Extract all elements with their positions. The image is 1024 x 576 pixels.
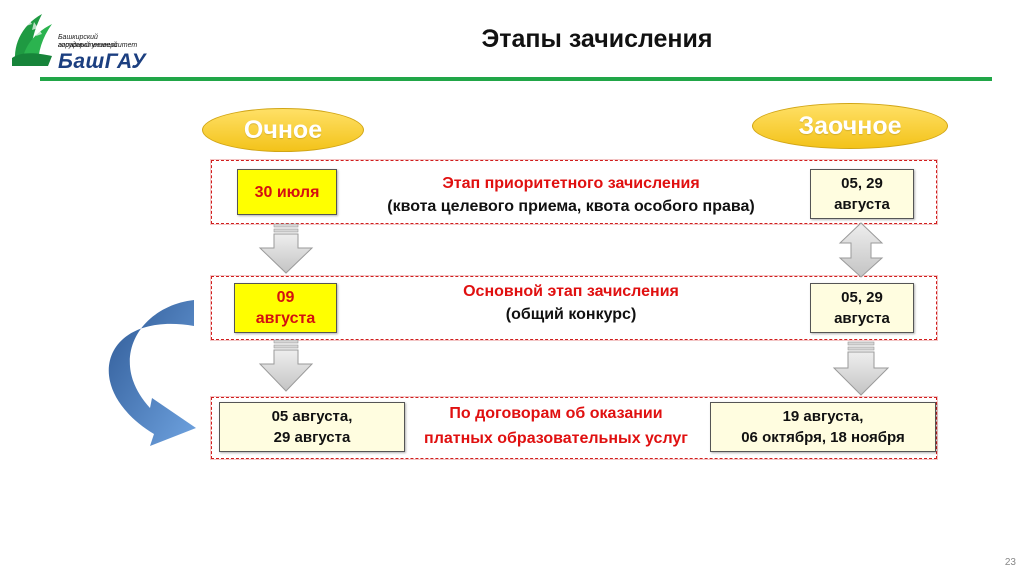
stage-priority-part-time-date: 05, 29 августа [810, 169, 914, 219]
date-line: августа [834, 196, 890, 213]
stage-paid-full-time-date: 05 августа, 29 августа [219, 402, 405, 452]
date-line: августа [834, 310, 890, 327]
stage-priority-frame [211, 160, 937, 224]
date-line: 29 августа [273, 429, 351, 446]
university-logo: Башкирский государственный аграрный унив… [8, 6, 158, 74]
stage-priority-subtitle: (квота целевого приема, квота особого пр… [387, 198, 755, 215]
stage-main-title: Основной этап зачисления [463, 283, 679, 300]
part-time-label: Заочное [752, 103, 948, 149]
stage-main-full-time-date: 09 августа [234, 283, 337, 333]
stage-main-frame [211, 276, 937, 340]
date-text: 30 июля [254, 183, 320, 201]
date-line: 19 августа, [782, 408, 864, 425]
stage-priority-title: Этап приоритетного зачисления [442, 175, 700, 192]
stage-paid-frame [211, 397, 937, 459]
stage-paid-title-line1: По договорам об оказании [449, 405, 663, 422]
date-line: 05 августа, [271, 408, 353, 425]
header-divider [40, 77, 992, 81]
stage-priority-full-time-date: 30 июля [237, 169, 337, 215]
date-line: 09 [276, 289, 295, 306]
stage-main-subtitle: (общий конкурс) [505, 306, 637, 323]
down-arrow-icon [832, 341, 890, 396]
stage-paid-title-line2: платных образовательных услуг [424, 430, 688, 447]
date-line: 05, 29 [841, 175, 883, 192]
date-line: августа [255, 310, 316, 327]
page-number: 23 [1004, 557, 1016, 568]
up-down-arrow-icon [838, 222, 884, 278]
full-time-label: Очное [202, 108, 364, 152]
down-arrow-icon [258, 223, 314, 274]
wheat-logo-icon [12, 14, 52, 66]
university-abbrev: БашГАУ [58, 50, 147, 73]
university-name-line2: аграрный университет [58, 42, 138, 49]
university-name-line1: Башкирский государственный [58, 34, 118, 49]
curved-arrow-icon [108, 300, 196, 446]
slide-title: Этапы зачисления [481, 25, 713, 53]
stage-main-part-time-date: 05, 29 августа [810, 283, 914, 333]
date-line: 06 октября, 18 ноября [741, 429, 905, 446]
stage-paid-part-time-date: 19 августа, 06 октября, 18 ноября [710, 402, 936, 452]
date-line: 05, 29 [841, 289, 883, 306]
down-arrow-icon [258, 339, 314, 392]
